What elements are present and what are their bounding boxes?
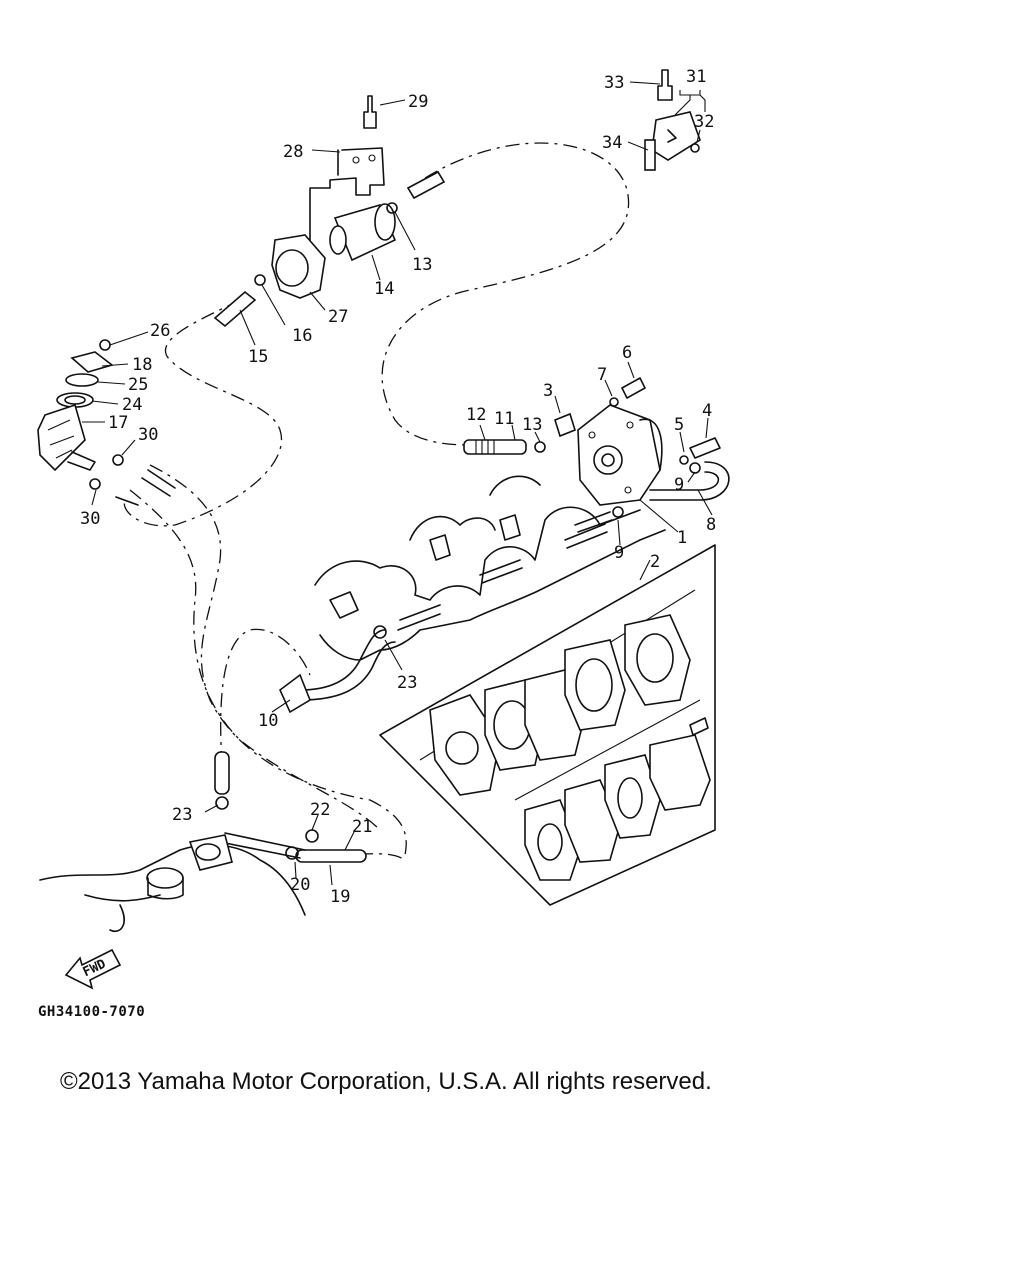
engine-block [314, 475, 666, 661]
vent-valve-assembly [644, 69, 701, 171]
fuel-pump-kit-panel [379, 544, 716, 906]
callout-26: 26 [150, 321, 170, 341]
callout-29: 29 [408, 92, 428, 112]
callout-30-upper: 30 [138, 425, 158, 445]
callout-5: 5 [674, 415, 684, 435]
callout-12: 12 [466, 405, 486, 425]
callout-10: 10 [258, 711, 278, 731]
callout-21: 21 [352, 817, 372, 837]
callout-15: 15 [248, 347, 268, 367]
vent-hoses-left [115, 469, 176, 506]
callout-7: 7 [597, 365, 607, 385]
callout-31: 31 [686, 67, 706, 87]
callout-8: 8 [706, 515, 716, 535]
callout-14: 14 [374, 279, 394, 299]
callout-13-filter: 13 [412, 255, 432, 275]
hose-10 [279, 629, 396, 714]
callout-33: 33 [604, 73, 624, 93]
callout-16: 16 [292, 326, 312, 346]
callout-32: 32 [694, 112, 714, 132]
hose-13-fitting [406, 170, 446, 200]
hose-19-21 [214, 751, 367, 863]
callout-13-pump: 13 [522, 415, 542, 435]
callout-23-lower: 23 [172, 805, 192, 825]
fuel-tank [39, 796, 319, 932]
callout-6: 6 [622, 343, 632, 363]
callout-4: 4 [702, 401, 712, 421]
fuel-cock-assembly [37, 339, 124, 490]
fuel-system-exploded-diagram: FWD [37, 67, 730, 990]
callout-18: 18 [132, 355, 152, 375]
callout-28: 28 [283, 142, 303, 162]
callout-9-lower: 9 [614, 543, 624, 563]
callout-27: 27 [328, 307, 348, 327]
fwd-arrow-icon: FWD [64, 948, 122, 990]
callout-17: 17 [108, 413, 128, 433]
hose-11-12 [463, 439, 527, 455]
callout-30-lower: 30 [80, 509, 100, 529]
callout-24: 24 [122, 395, 142, 415]
callout-23-upper: 23 [397, 673, 417, 693]
callout-19: 19 [330, 887, 350, 907]
callout-1: 1 [677, 528, 687, 548]
fuel-pump-assembly [534, 377, 721, 518]
callout-25: 25 [128, 375, 148, 395]
drawing-code: GH34100-7070 [38, 1004, 146, 1020]
callout-9-upper: 9 [674, 475, 684, 495]
callout-2: 2 [650, 552, 660, 572]
callout-3: 3 [543, 381, 553, 401]
copyright-notice: ©2013 Yamaha Motor Corporation, U.S.A. A… [60, 1068, 712, 1095]
callout-20: 20 [290, 875, 310, 895]
leader-lines [82, 81, 713, 886]
callout-34: 34 [602, 133, 622, 153]
fuel-filter-assembly [254, 95, 398, 299]
callout-11: 11 [494, 409, 514, 429]
callout-22: 22 [310, 800, 330, 820]
hose-15 [213, 290, 257, 328]
callout-labels: 1 2 3 4 5 6 7 8 9 9 10 11 12 13 13 14 15… [80, 67, 716, 907]
